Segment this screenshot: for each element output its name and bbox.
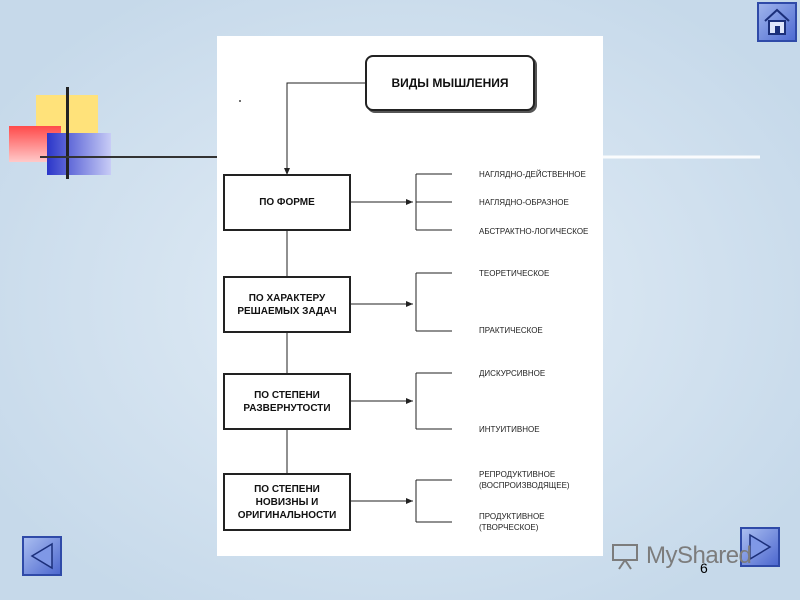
leaf-item: ПРАКТИЧЕСКОЕ — [479, 326, 543, 335]
category-label: ПО ФОРМЕ — [259, 197, 315, 208]
leaf-item: НАГЛЯДНО-ОБРАЗНОЕ — [479, 198, 569, 207]
category-box-form: ПО ФОРМЕ — [223, 174, 351, 231]
home-icon — [764, 8, 790, 35]
leaf-item: ДИСКУРСИВНОЕ — [479, 369, 546, 378]
back-button[interactable] — [22, 536, 62, 576]
category-label: ПО ХАРАКТЕРУ РЕШАЕМЫХ ЗАДАЧ — [237, 292, 337, 317]
forward-button[interactable] — [740, 527, 780, 567]
leaf-item: ИНТУИТИВНОЕ — [479, 425, 540, 434]
leaf-item: АБСТРАКТНО-ЛОГИЧЕСКОЕ — [479, 227, 589, 236]
diagram-title-box: ВИДЫ МЫШЛЕНИЯ — [365, 55, 535, 111]
back-arrow-icon — [30, 542, 53, 570]
decor-horizontal-line — [40, 156, 220, 158]
decor-vertical-line — [66, 87, 69, 179]
leaf-item: НАГЛЯДНО-ДЕЙСТВЕННОЕ — [479, 170, 586, 179]
forward-arrow-icon — [749, 533, 772, 561]
leaf-item: ПРОДУКТИВНОЕ (ТВОРЧЕСКОЕ) — [479, 512, 545, 532]
category-label: ПО СТЕПЕНИ НОВИЗНЫ И ОРИГИНАЛЬНОСТИ — [237, 483, 337, 521]
category-box-task-nature: ПО ХАРАКТЕРУ РЕШАЕМЫХ ЗАДАЧ — [223, 276, 351, 333]
category-box-expandedness: ПО СТЕПЕНИ РАЗВЕРНУТОСТИ — [223, 373, 351, 430]
category-box-novelty: ПО СТЕПЕНИ НОВИЗНЫ И ОРИГИНАЛЬНОСТИ — [223, 473, 351, 531]
page-number: 6 — [700, 560, 708, 576]
watermark: MyShared — [610, 540, 752, 572]
presentation-board-icon — [612, 544, 638, 570]
leaf-item: РЕПРОДУКТИВНОЕ (ВОСПРОИЗВОДЯЩЕЕ) — [479, 470, 570, 490]
diagram-title: ВИДЫ МЫШЛЕНИЯ — [391, 75, 509, 90]
watermark-text: MyShared — [646, 542, 752, 569]
leaf-item: ТЕОРЕТИЧЕСКОЕ — [479, 269, 550, 278]
stray-dot — [239, 100, 241, 102]
decor-blue-square — [47, 133, 111, 175]
category-label: ПО СТЕПЕНИ РАЗВЕРНУТОСТИ — [243, 389, 331, 414]
home-button[interactable] — [757, 2, 797, 42]
